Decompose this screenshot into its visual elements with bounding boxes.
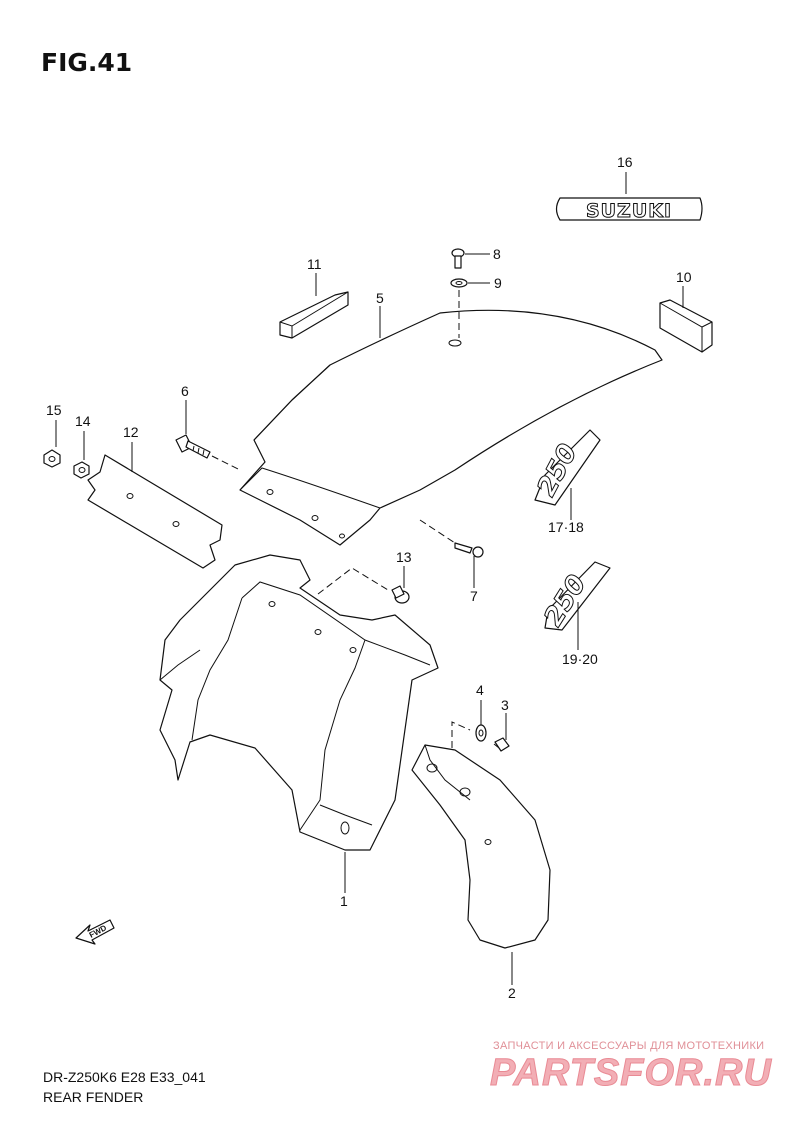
suzuki-emblem-part-16: SUZUKI xyxy=(555,197,703,223)
side-flap-part-2 xyxy=(411,744,551,949)
callout-part-1: 1 xyxy=(340,893,348,909)
washer-part-4 xyxy=(475,724,487,742)
callout-part-15: 15 xyxy=(46,402,62,418)
callout-part-16: 16 xyxy=(617,154,633,170)
watermark-brand-logo[interactable]: PARTSFOR.RU xyxy=(490,1052,772,1095)
leader-lines xyxy=(55,172,684,985)
emblem-text: SUZUKI xyxy=(586,200,672,222)
callout-part-13: 13 xyxy=(396,549,412,565)
callout-part-8: 8 xyxy=(493,246,501,262)
callout-part-14: 14 xyxy=(75,413,91,429)
nut-part-15 xyxy=(43,449,61,468)
callout-part-2: 2 xyxy=(508,985,516,1001)
number-decal-part-17-18: 250 xyxy=(531,429,601,506)
callout-part-17-18: 17·18 xyxy=(548,519,584,535)
callout-part-19-20: 19·20 xyxy=(562,651,598,667)
callout-part-9: 9 xyxy=(494,275,502,291)
forward-direction-arrow: FWD xyxy=(75,919,115,945)
callout-part-6: 6 xyxy=(181,383,189,399)
bolt-part-13 xyxy=(391,585,410,604)
cushion-strip-part-12 xyxy=(87,454,223,569)
callout-part-3: 3 xyxy=(501,697,509,713)
callout-part-7: 7 xyxy=(470,588,478,604)
bolt-part-6 xyxy=(175,434,211,459)
number-decal-part-19-20: 250 xyxy=(538,561,611,632)
figure-title: FIG.41 xyxy=(41,48,133,77)
watermark-tagline: ЗАПЧАСТИ И АКСЕССУАРЫ ДЛЯ МОТОТЕХНИКИ xyxy=(493,1040,765,1052)
rear-fender-upper-part-5 xyxy=(239,309,663,546)
callout-part-12: 12 xyxy=(123,424,139,440)
bolt-part-3 xyxy=(493,737,510,752)
pad-part-11 xyxy=(279,291,349,339)
screw-part-7 xyxy=(454,542,484,558)
callout-part-11: 11 xyxy=(307,256,322,272)
rear-fender-main-part-1 xyxy=(159,554,439,851)
callout-part-10: 10 xyxy=(676,269,692,285)
callout-part-5: 5 xyxy=(376,290,384,306)
nut-part-14 xyxy=(73,461,90,479)
bolt-part-8 xyxy=(451,248,465,269)
section-name: REAR FENDER xyxy=(43,1089,144,1105)
pad-part-10 xyxy=(659,299,713,353)
washer-part-9 xyxy=(450,278,468,288)
callout-part-4: 4 xyxy=(476,682,484,698)
model-code: DR-Z250K6 E28 E33_041 xyxy=(43,1069,206,1085)
